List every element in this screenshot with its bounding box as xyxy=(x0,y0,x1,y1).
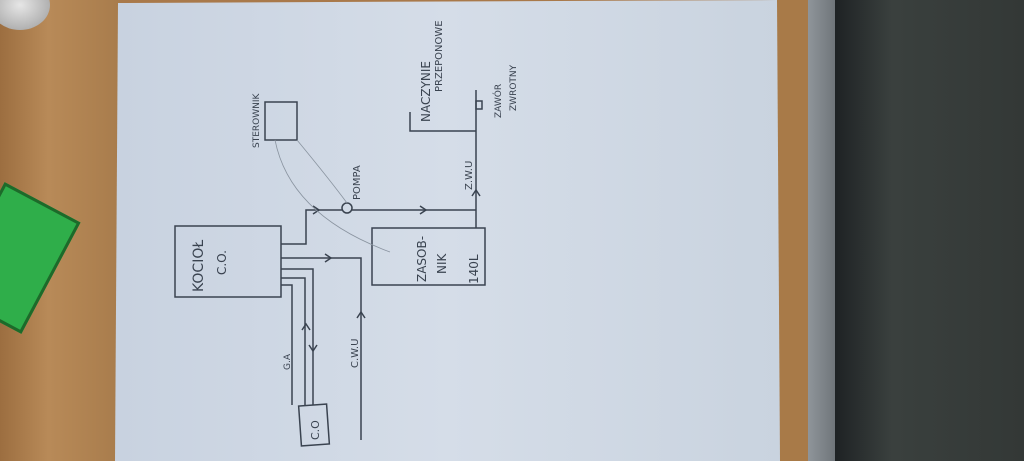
boiler-box xyxy=(174,225,282,298)
label-kociol: KOCIOŁ xyxy=(191,240,207,292)
label-pompa: POMPA xyxy=(352,165,363,200)
label-zwu: Z.W.U xyxy=(464,161,475,190)
label-cwu: C.W.U xyxy=(350,339,361,368)
tank-box xyxy=(371,227,486,286)
pump-symbol xyxy=(341,202,353,214)
dark-surface xyxy=(835,0,1024,461)
label-naczynie-2: PRZEPONOWE xyxy=(434,20,445,92)
label-naczynie-1: NACZYNIE xyxy=(419,61,433,122)
label-zasobnik-3: 140L xyxy=(467,254,481,284)
label-zasobnik-1: ZASOB- xyxy=(415,236,429,282)
paper-sheet xyxy=(115,0,780,461)
device-edge xyxy=(808,0,838,461)
label-zawor-2: ZWROTNY xyxy=(509,64,519,111)
label-ga: G.A xyxy=(283,353,293,370)
control-wire xyxy=(296,139,348,204)
label-co: C.O xyxy=(309,420,322,440)
check-valve-symbol xyxy=(475,100,483,110)
label-sterownik: STEROWNIK xyxy=(252,92,262,148)
flow-arrows xyxy=(301,188,481,353)
label-zawor-1: ZAWÓR xyxy=(492,84,504,118)
label-kociol-co: C.O. xyxy=(215,250,229,275)
co-box xyxy=(297,403,331,447)
label-zasobnik-2: NIK xyxy=(435,252,449,274)
controller-box xyxy=(264,101,298,141)
pipes xyxy=(281,90,477,440)
control-wire xyxy=(274,139,391,253)
